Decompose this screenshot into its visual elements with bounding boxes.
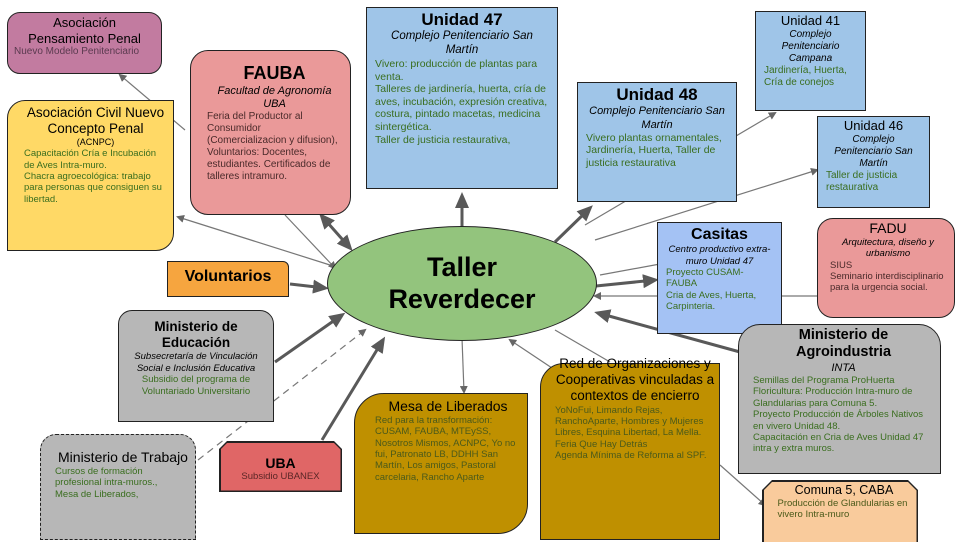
- link-center-to-mesa: [459, 337, 468, 394]
- node-title: Unidad 48: [616, 85, 698, 104]
- node-title: Mesa de Liberados: [388, 398, 508, 414]
- node-title: Unidad 46: [843, 118, 904, 133]
- link-center-to-u48: [553, 205, 593, 244]
- center-title-line1: Taller: [426, 252, 498, 283]
- node-desc: Subsidio UBANEX: [241, 470, 320, 482]
- node-title: Red de Organizaciones y Cooperativas vin…: [555, 356, 715, 404]
- link-medu-to-center: [274, 312, 346, 364]
- node-title: FADU: [869, 220, 907, 236]
- node-subtitle: Arquitectura, diseño y urbanismo: [842, 236, 934, 260]
- node-subtitle: INTA: [831, 361, 856, 374]
- node-title: FAUBA: [243, 63, 306, 83]
- link-center-to-u46: [594, 167, 819, 241]
- node-casitas: Casitas Centro productivo extra-muro Uni…: [657, 222, 782, 334]
- link-voluntarios-to-center: [289, 279, 329, 294]
- center-node-taller-reverdecer: Taller Reverdecer: [327, 226, 597, 341]
- link-fauba-center-bidir: [319, 213, 353, 251]
- node-desc: Producción de Glandularias en vivero Int…: [777, 497, 908, 520]
- node-title: Unidad 41: [780, 13, 841, 28]
- link-red-to-comuna: [719, 464, 767, 507]
- node-title: Asociación Civil Nuevo Concepto Penal: [26, 105, 165, 137]
- node-fadu: FADU Arquitectura, diseño y urbanismo SI…: [817, 218, 955, 318]
- node-desc: Subsidio del programa de Voluntariado Un…: [141, 374, 251, 397]
- node-title: UBA: [265, 454, 296, 471]
- node-voluntarios: Voluntarios: [167, 261, 289, 297]
- node-title: Ministerio de Agroindustria: [795, 327, 892, 361]
- node-desc: Proyecto CUSAM-FAUBA Cria de Aves, Huert…: [666, 266, 757, 313]
- node-desc: Taller de justicia restaurativa: [826, 169, 898, 193]
- node-unidad-41: Unidad 41 Complejo Penitenciario Campana…: [755, 11, 866, 111]
- link-fauba-to-center: [284, 214, 337, 270]
- node-desc: Vivero plantas ornamentales, Jardinería,…: [586, 131, 722, 169]
- node-title: Unidad 47: [421, 10, 503, 29]
- link-center-to-acnpc: [176, 214, 331, 266]
- node-title: Asociación Pensamiento Penal: [28, 15, 141, 46]
- node-subtitle: Complejo Penitenciario San Martín: [391, 30, 533, 57]
- link-uba-to-center: [320, 336, 386, 441]
- node-unidad-46: Unidad 46 Complejo Penitenciario San Mar…: [817, 116, 930, 208]
- node-subtitle: Complejo Penitenciario San Martín: [589, 105, 725, 131]
- node-ministerio-agroindustria: Ministerio de Agroindustria INTA Semilla…: [738, 324, 941, 474]
- node-desc: Jardinería, Huerta, Cría de conejos: [764, 64, 847, 88]
- node-desc: Nuevo Modelo Penitenciario: [14, 46, 140, 58]
- node-desc: Vivero: producción de plantas para venta…: [375, 57, 548, 146]
- link-center-to-red: [554, 329, 611, 363]
- node-desc: SIUS Seminario interdisciplinario para l…: [830, 259, 944, 294]
- node-subtitle: Complejo Penitenciario San Martín: [834, 133, 913, 169]
- node-subtitle: Centro productivo extra-muro Unidad 47: [668, 244, 771, 267]
- node-acnpc: Asociación Civil Nuevo Concepto Penal (A…: [7, 100, 174, 251]
- node-subtitle: Complejo Penitenciario Campana: [781, 28, 840, 64]
- node-fauba: FAUBA Facultad de Agronomía UBA Feria de…: [190, 50, 351, 215]
- node-desc: Feria del Productor al Consumidor (Comer…: [207, 110, 338, 182]
- node-title: Ministerio de Educación: [154, 319, 238, 351]
- node-subtitle: Subsecretaría de Vinculación Social e In…: [134, 351, 258, 374]
- node-subtitle: Facultad de Agronomía UBA: [217, 84, 332, 110]
- node-comuna-5: Comuna 5, CABA Producción de Glandularia…: [762, 480, 918, 542]
- node-mesa-liberados: Mesa de Liberados Red para la transforma…: [354, 393, 528, 534]
- node-ministerio-trabajo: Ministerio de Trabajo Cursos de formació…: [40, 434, 196, 540]
- node-red-organizaciones: Red de Organizaciones y Cooperativas vin…: [540, 356, 720, 540]
- link-casitas-to-center: [599, 263, 661, 276]
- node-desc: Red para la transformación: CUSAM, FAUBA…: [375, 414, 516, 483]
- node-desc: YoNoFui, Limando Rejas, RanchoAparte, Ho…: [555, 404, 707, 462]
- node-unidad-47: Unidad 47 Complejo Penitenciario San Mar…: [366, 7, 558, 189]
- center-title-line2: Reverdecer: [388, 283, 536, 314]
- node-asociacion-pensamiento-penal: Asociación Pensamiento Penal Nuevo Model…: [7, 12, 162, 74]
- node-ministerio-educacion: Ministerio de Educación Subsecretaría de…: [118, 310, 274, 422]
- node-title: Comuna 5, CABA: [794, 482, 894, 497]
- node-desc: Cursos de formación profesional intra-mu…: [55, 465, 158, 500]
- node-desc: Semillas del Programa ProHuerta Floricul…: [753, 374, 924, 455]
- node-title: Ministerio de Trabajo: [58, 449, 188, 465]
- node-title: Casitas: [691, 226, 748, 243]
- link-red-to-center: [508, 338, 556, 371]
- node-unidad-48: Unidad 48 Complejo Penitenciario San Mar…: [577, 82, 737, 202]
- link-center-to-casitas: [595, 274, 659, 289]
- node-desc: Capacitación Cría e Incubación de Aves I…: [24, 148, 162, 205]
- node-uba: UBA Subsidio UBANEX: [219, 441, 342, 492]
- node-title: Voluntarios: [184, 268, 272, 285]
- node-abbr: (ACNPC): [76, 137, 115, 148]
